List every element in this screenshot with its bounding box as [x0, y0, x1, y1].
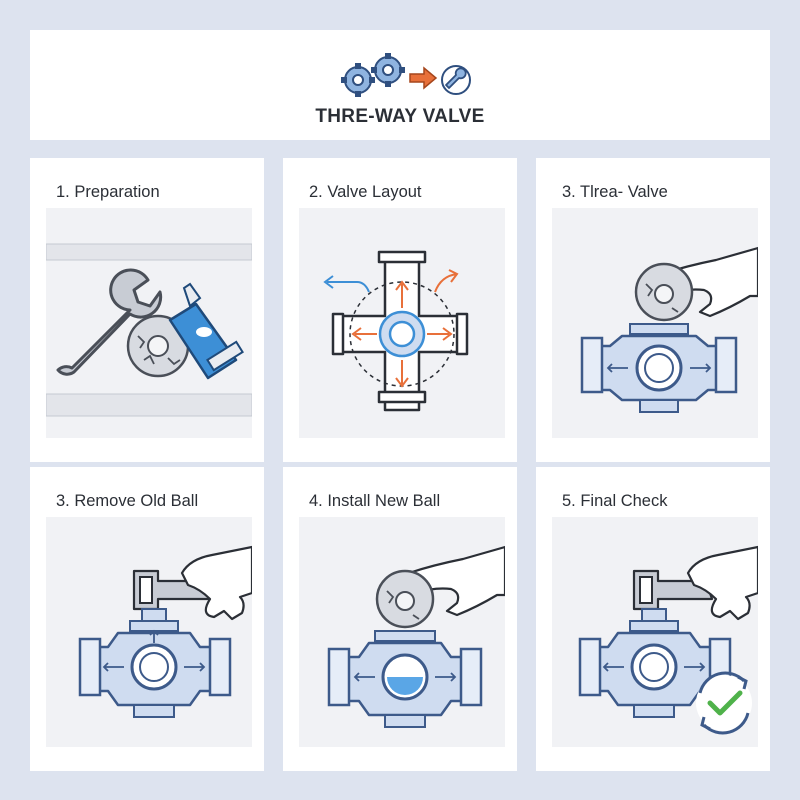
hand-icon [180, 545, 252, 621]
valve-icon [327, 630, 483, 728]
illustration-panel [299, 517, 505, 747]
gears-arrow-wrench-icon [341, 53, 471, 97]
illustration-panel [299, 208, 505, 438]
step-card-valve-layout: 2. Valve Layout [283, 158, 517, 462]
step-title: 4. Install New Ball [309, 492, 441, 510]
step-title: 5. Final Check [562, 492, 668, 510]
step-card-preparation: 1. Preparation [30, 158, 264, 462]
step-title: 2. Valve Layout [309, 183, 422, 201]
step-title: 1. Preparation [56, 183, 160, 201]
step-card-install-new-ball: 4. Install New Ball [283, 467, 517, 771]
illustration-panel [552, 517, 758, 747]
step-card-final-check: 5. Final Check [536, 467, 770, 771]
illustration-panel [46, 208, 252, 438]
header-banner [30, 30, 770, 140]
hand-icon [686, 545, 758, 621]
grease-tube-icon [168, 282, 244, 380]
step-title: 3. Remove Old Ball [56, 492, 199, 510]
ball-icon [375, 569, 435, 629]
blue-flow-arrow [323, 275, 370, 293]
step-title: 3. Tlrea- Valve [562, 183, 668, 201]
page-title: THRE-WAY VALVE [315, 106, 485, 127]
old-ball-icon [126, 314, 190, 378]
illustration-panel [552, 208, 758, 438]
ball-icon [634, 262, 694, 322]
valve-icon [78, 608, 232, 718]
valve-ball-icon [378, 310, 426, 358]
illustration-panel [46, 517, 252, 747]
step-card-remove-old-ball: 3. Remove Old Ball [30, 467, 264, 771]
wrench-icon [56, 268, 163, 376]
valve-icon [578, 608, 732, 718]
check-cycle-icon [696, 671, 752, 735]
step-card-three-valve: 3. Tlrea- Valve [536, 158, 770, 462]
valve-icon [580, 323, 738, 413]
flow-arrows [351, 269, 459, 388]
